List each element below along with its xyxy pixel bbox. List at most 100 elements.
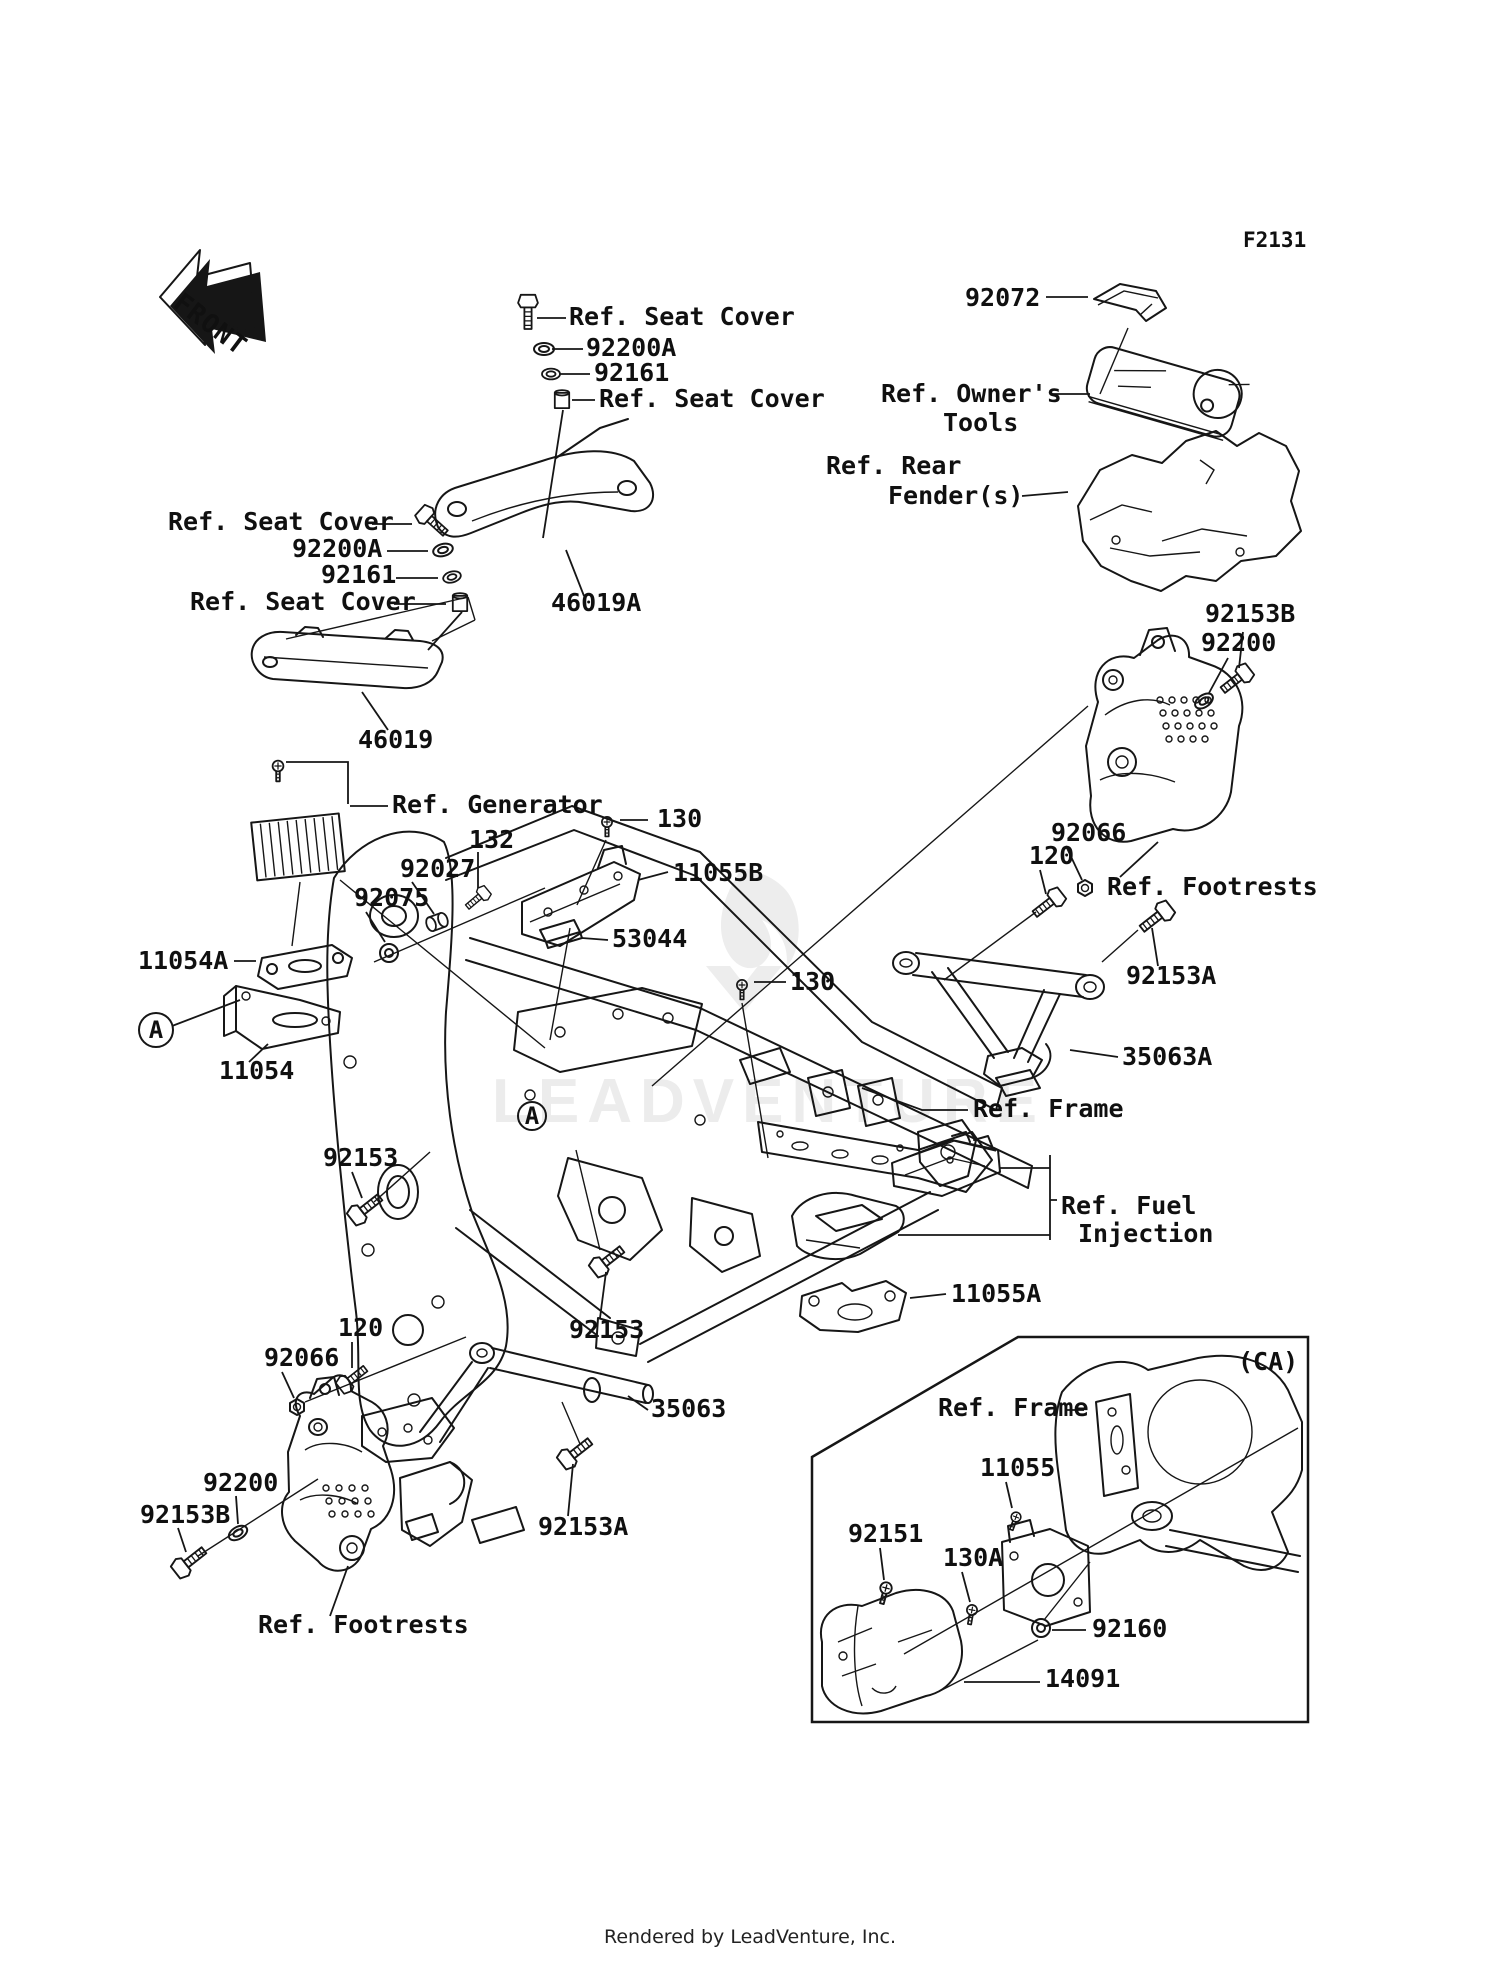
label-ref-seat-cover-top-1: Ref. Seat Cover — [569, 302, 795, 331]
svg-text:A: A — [149, 1016, 164, 1044]
label-part-92153B-bottom: 92153B — [140, 1500, 230, 1529]
svg-text:A: A — [525, 1102, 540, 1130]
grab-rail-46019 — [250, 596, 476, 731]
footrest-assembly-right — [651, 627, 1244, 1087]
marker-a-left: A — [138, 1012, 174, 1048]
label-part-46019A: 46019A — [551, 588, 641, 617]
rear-fender — [1021, 430, 1302, 592]
label-part-11055A: 11055A — [951, 1279, 1041, 1308]
bolt-92153-mid — [575, 1149, 630, 1319]
owners-tools-case — [1085, 346, 1250, 441]
label-part-35063: 35063 — [651, 1394, 726, 1423]
label-part-92160: 92160 — [1092, 1614, 1167, 1643]
label-part-92072: 92072 — [965, 283, 1040, 312]
label-part-130-lower: 130 — [790, 967, 835, 996]
front-direction-sign: FRONT — [159, 249, 266, 362]
label-part-132: 132 — [469, 825, 514, 854]
label-part-92161-top: 92161 — [594, 358, 669, 387]
ca-frame — [1054, 1354, 1303, 1573]
label-part-92027: 92027 — [400, 854, 475, 883]
label-part-92200-bottom: 92200 — [203, 1468, 278, 1497]
ca-screw-130A — [963, 1603, 979, 1626]
label-ref-footrests-right: Ref. Footrests — [1107, 872, 1318, 901]
ca-grommet-92160 — [1031, 1618, 1051, 1638]
bracket-11054 — [223, 985, 341, 1063]
footrest-bottom-hardware — [168, 1478, 319, 1582]
bolt-120-left — [333, 1342, 373, 1397]
ca-guard-14091 — [819, 1588, 1040, 1715]
ca-inset-box — [810, 1335, 1310, 1724]
bracket-11054A — [234, 944, 353, 990]
ca-bracket-11055 — [1001, 1481, 1091, 1627]
label-part-92153-left: 92153 — [323, 1143, 398, 1172]
label-ref-seat-cover-top-2: Ref. Seat Cover — [599, 384, 825, 413]
footrest-assembly-bottom-left — [281, 1374, 396, 1617]
fuel-injection-ecu — [791, 1131, 1057, 1261]
label-part-53044: 53044 — [612, 924, 687, 953]
grab-rail-46019A — [434, 418, 655, 597]
hanger-35063A — [892, 951, 1119, 1097]
main-frame — [326, 805, 1033, 1463]
bolt-130-lower — [736, 979, 786, 1159]
leadventure-watermark: LEADVENTURE — [492, 868, 1045, 1136]
marker-a-mid: A — [517, 1101, 547, 1131]
label-part-11055B: 11055B — [673, 858, 763, 887]
markers-layer: AA — [138, 1012, 547, 1131]
label-part-92200-right: 92200 — [1201, 628, 1276, 657]
label-ref-rear: Ref. Rear — [826, 451, 961, 480]
figure-code: F2131 — [1243, 228, 1306, 252]
label-part-92075: 92075 — [354, 883, 429, 912]
hanger-35063 — [399, 1342, 654, 1547]
label-ref-fuel-injection: Injection — [1078, 1219, 1213, 1248]
label-ref-owners-tools: Tools — [943, 408, 1018, 437]
ca-screw-92151 — [875, 1580, 894, 1607]
label-part-92161-left: 92161 — [321, 560, 396, 589]
label-part-120-left: 120 — [338, 1313, 383, 1342]
render-credit: Rendered by LeadVenture, Inc. — [603, 1926, 897, 1948]
watermark-text: LEADVENTURE — [492, 1067, 1045, 1136]
label-ref-owners: Ref. Owner's — [881, 379, 1062, 408]
bolt-92153A-right — [1101, 897, 1178, 967]
label-part-92153B-right: 92153B — [1205, 599, 1295, 628]
footrest-right-hardware — [943, 631, 1257, 981]
ca-axis-lines — [903, 1427, 1299, 1693]
label-part-92200A-top: 92200A — [586, 333, 676, 362]
label-ref-generator: Ref. Generator — [392, 790, 603, 819]
bolt-92153A-bottom — [554, 1401, 598, 1517]
bracket-11055B — [521, 845, 669, 947]
leader-marker-a-left — [171, 999, 241, 1027]
nut-92066-left — [281, 1336, 467, 1416]
label-part-14091: 14091 — [1045, 1664, 1120, 1693]
label-part-120-right: 120 — [1029, 841, 1074, 870]
label-ref-footrests-bottom: Ref. Footrests — [258, 1610, 469, 1639]
label-ref-seat-cover-left-2: Ref. Seat Cover — [190, 587, 416, 616]
label-part-11054: 11054 — [219, 1056, 294, 1085]
bolt-130-upper — [549, 816, 648, 1041]
label-ref-fuel: Ref. Fuel — [1061, 1191, 1196, 1220]
label-part-92153A-right: 92153A — [1126, 961, 1216, 990]
label-part-130-upper: 130 — [657, 804, 702, 833]
bracket-11055A — [799, 1280, 947, 1333]
label-part-11054A: 11054A — [138, 946, 228, 975]
label-part-92151: 92151 — [848, 1519, 923, 1548]
regulator-ref-generator — [250, 759, 546, 1049]
collar-53044 — [539, 919, 609, 949]
label-part-92066-left: 92066 — [264, 1343, 339, 1372]
label-ref-seat-cover-left-1: Ref. Seat Cover — [168, 507, 394, 536]
seat-cover-hardware-top — [517, 293, 595, 539]
label-part-11055: 11055 — [980, 1453, 1055, 1482]
label-part-92066-right: 92066 — [1051, 818, 1126, 847]
bolt-92153-left — [344, 1151, 431, 1229]
label-part-35063A: 35063A — [1122, 1042, 1212, 1071]
label-part-46019: 46019 — [358, 725, 433, 754]
label-ref-frame-ca: Ref. Frame — [938, 1393, 1089, 1422]
label-ref-rear-fenders: Fender(s) — [888, 481, 1023, 510]
label-part-92153A-bottom: 92153A — [538, 1512, 628, 1541]
label-part-130A: 130A — [943, 1543, 1003, 1572]
ca-leaders — [879, 1547, 1086, 1631]
label-ref-frame-main: Ref. Frame — [973, 1094, 1124, 1123]
leader-ref-frame — [861, 1087, 968, 1111]
